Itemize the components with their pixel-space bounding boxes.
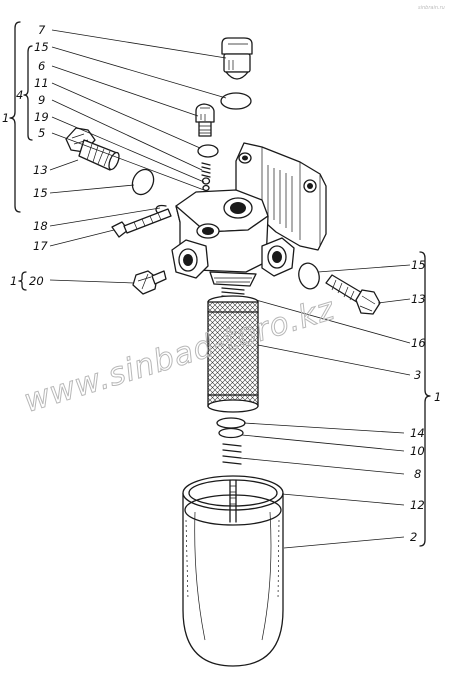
part-6-bolt [195,103,215,137]
label-7: 7 [38,23,46,37]
label-3: 3 [414,368,421,382]
part-7-plug [221,37,253,80]
label-11: 11 [34,76,49,90]
label-group-1-top: 1 [2,111,9,125]
part-2-filter-bowl [182,475,284,667]
label-2: 2 [410,530,417,544]
part-13-banjo-bolt-right [325,274,381,315]
group-braces [9,21,431,547]
part-14-gasket [216,417,246,429]
brand-text: sinbrain.ru [418,5,445,11]
part-20-drain-plug [132,270,167,295]
watermark-text: www.sinbad-toro.kz [20,291,339,420]
label-group-1-20: 1 [10,274,17,288]
label-14: 14 [410,426,425,440]
part-12-sealing-ring [184,494,282,526]
label-9: 9 [38,93,45,107]
label-15-left: 15 [33,186,48,200]
callout-labels: 7 15 6 11 9 19 5 4 1 13 15 18 17 1 20 15… [2,23,441,544]
part-15-washer-right [298,262,320,290]
part-9-spring [201,162,211,192]
label-16: 16 [411,336,426,350]
label-5: 5 [38,126,45,140]
label-group-1-right: 1 [434,390,441,404]
label-20: 20 [29,274,44,288]
label-13-right: 13 [411,292,426,306]
label-17: 17 [33,239,48,253]
label-8: 8 [414,467,421,481]
label-10: 10 [410,444,425,458]
label-group-4: 4 [16,88,23,102]
part-15-washer-upper [220,92,252,110]
label-15-upper: 15 [34,40,49,54]
label-13-left: 13 [33,163,48,177]
label-12: 12 [410,498,425,512]
part-8-spring [222,443,242,465]
leader-lines [49,29,411,549]
part-11-washer [197,144,219,158]
label-18: 18 [33,219,48,233]
label-15-right: 15 [411,258,426,272]
label-19: 19 [34,110,49,124]
part-17-screw [111,208,172,238]
part-15-washer-left [131,168,155,196]
part-10-washer [218,427,244,439]
label-6: 6 [38,59,45,73]
filter-head-housing [171,142,327,287]
part-3-filter-element [207,287,259,413]
